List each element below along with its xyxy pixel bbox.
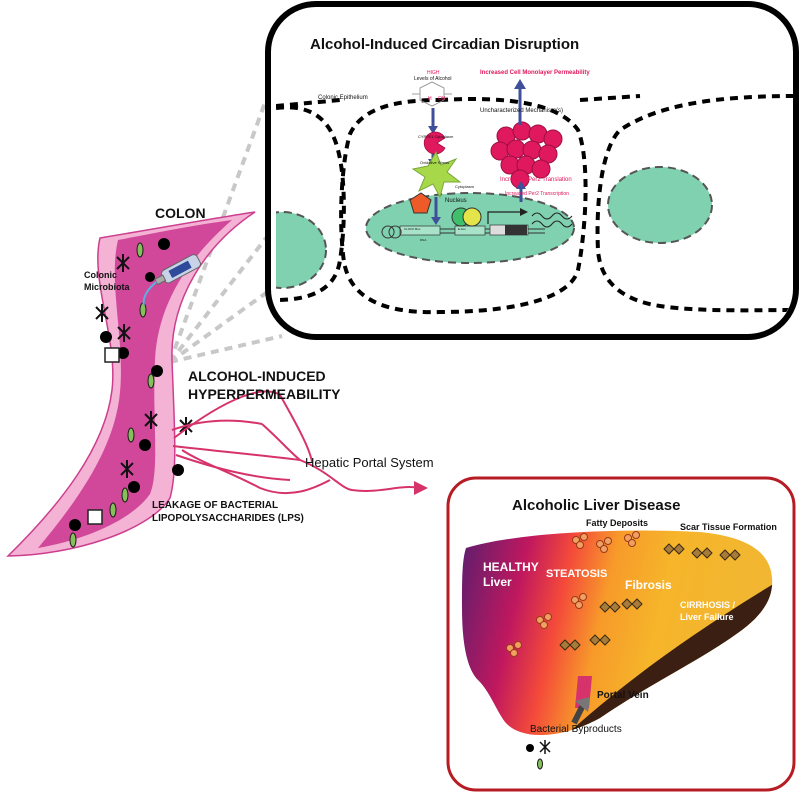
molecule-labels: H OH xyxy=(428,96,446,102)
hyperpermeability-label-line2: HYPERPERMEABILITY xyxy=(188,386,341,402)
per2-transcription-label: Increased Per2 Transcription xyxy=(505,191,569,197)
microbiota-label-line1: Colonic xyxy=(84,270,117,280)
bacterial-byproducts-label: Bacterial Byproducts xyxy=(530,724,622,735)
clock-protein-icon xyxy=(409,192,432,214)
microbiota-label-line2: Microbiota xyxy=(84,282,130,292)
byproduct-star-icon xyxy=(539,740,551,754)
steatosis-label: STEATOSIS xyxy=(546,568,608,580)
left-cell-membrane xyxy=(276,105,346,302)
per2-protein-cluster xyxy=(490,121,563,189)
cirrhosis-label-line1: CIRRHOSIS / xyxy=(680,600,736,610)
clock-box-label: CLOCK Box xyxy=(404,227,421,231)
fibrosis-label: Fibrosis xyxy=(625,578,672,592)
cytoplasm-label: Cytoplasm xyxy=(455,184,474,189)
scar-tissue-icons xyxy=(559,543,741,651)
center-cell-membrane xyxy=(339,97,588,315)
byproduct-rod-icon xyxy=(537,758,543,770)
high-label: HIGH xyxy=(427,70,440,76)
cirrhosis-label-line2: Liver Failure xyxy=(680,612,734,622)
liver-title: Alcoholic Liver Disease xyxy=(512,497,681,514)
byproduct-dot-icon xyxy=(526,744,534,752)
dna-label: DNA xyxy=(420,238,427,242)
leakage-label-line2: LIPOPOLYSACCHARIDES (LPS) xyxy=(152,513,304,524)
fatty-deposits-label: Fatty Deposits xyxy=(586,518,649,528)
levels-of-alcohol-label: Levels of Alcohol xyxy=(414,76,452,82)
svg-text:OH: OH xyxy=(438,96,446,102)
bacteria-stars xyxy=(95,254,193,478)
left-cell-nucleus xyxy=(276,211,327,289)
colon-inner-lumen xyxy=(38,220,232,548)
oxidative-stress-star-icon xyxy=(411,150,462,199)
scar-tissue-label: Scar Tissue Formation xyxy=(680,522,777,532)
liver-panel xyxy=(446,476,796,792)
bacteria-squares xyxy=(87,347,120,525)
per2-translation-label: Increased Per2 Translation xyxy=(500,177,572,183)
healthy-label-line1: HEALTHY xyxy=(483,560,539,574)
oxidative-stress-label: Oxidative Stress xyxy=(420,160,450,165)
molecule-structure xyxy=(412,81,452,107)
zoom-lines xyxy=(168,99,283,364)
liver-shape xyxy=(462,530,773,736)
uncharacterized-label: Uncharacterized Mechanism(s) xyxy=(480,108,564,114)
hyperpermeability-label-line1: ALCOHOL-INDUCED xyxy=(188,368,326,384)
svg-text:H: H xyxy=(428,96,432,102)
bottle-icon xyxy=(142,254,201,306)
colon-illustration xyxy=(6,211,256,557)
nucleus-label: Nucleus xyxy=(445,198,467,204)
healthy-label-line2: Liver xyxy=(483,575,512,589)
colonic-epithelium-label: Colonic Epithelium xyxy=(318,95,368,101)
permeability-label: Increased Cell Monolayer Permeability xyxy=(480,70,590,76)
right-cell-nucleus xyxy=(607,166,713,244)
colon-title: COLON xyxy=(155,205,206,221)
hepatic-portal-label: Hepatic Portal System xyxy=(305,455,434,470)
circadian-title: Alcohol-Induced Circadian Disruption xyxy=(310,36,580,53)
circadian-panel: H OH xyxy=(265,1,799,340)
fat-deposit-icons xyxy=(506,531,640,657)
ebox-label: E-box xyxy=(458,227,466,231)
cyp2e1-icon xyxy=(423,131,446,155)
cyp2e1-label: CYP2E1 Cytoplasm xyxy=(418,134,454,139)
leakage-label-line1: LEAKAGE OF BACTERIAL xyxy=(152,500,279,511)
clock-bmal-protein-icon xyxy=(462,207,482,227)
hepatic-portal-vessels xyxy=(171,390,421,495)
transcription-arrow xyxy=(487,211,520,224)
right-cell-membrane xyxy=(595,94,794,313)
portal-vein-label: Portal Vein xyxy=(597,690,649,701)
bacteria-dots xyxy=(69,238,184,531)
portal-system-arrowhead xyxy=(414,481,428,495)
